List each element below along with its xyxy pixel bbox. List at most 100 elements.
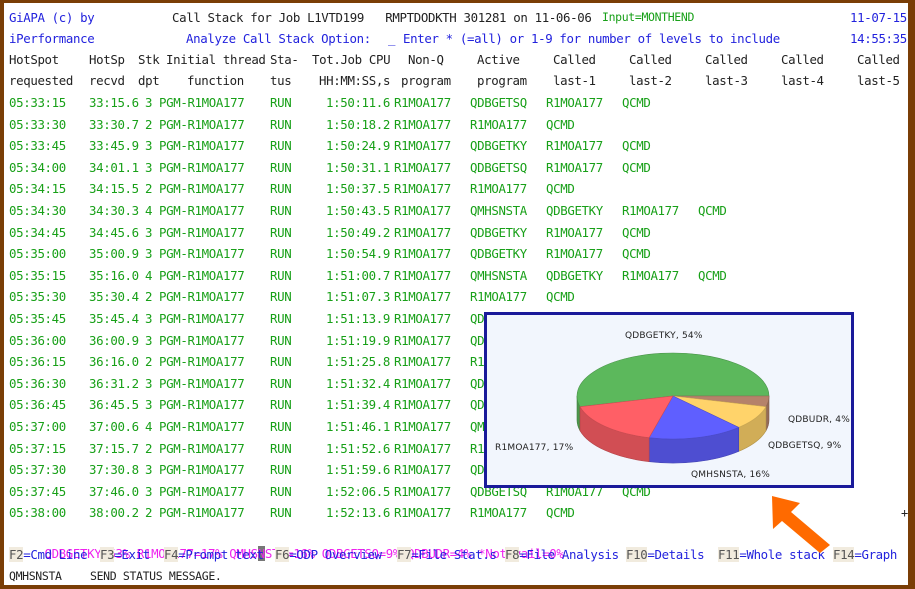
cell-requested: 05:37:30: [9, 462, 66, 478]
cell-initial-function: PGM-R1MOA177: [159, 95, 245, 110]
cell-received: 35:00.9: [89, 246, 139, 262]
cell-nonq-program: R1MOA177: [394, 419, 451, 434]
cell-requested: 05:37:45: [9, 483, 66, 499]
cell-active-program: QDBGETKY: [470, 138, 527, 154]
pie-label-r1moa177: R1MOA177, 17%: [495, 443, 574, 453]
cell-initial-function: PGM-R1MOA177: [159, 138, 245, 154]
option-input[interactable]: _: [388, 31, 396, 46]
cell-stack-depth: 3: [145, 95, 153, 110]
cell-received: 34:15.5: [89, 181, 139, 197]
cell-initial-function: PGM-R1MOA177: [159, 224, 245, 240]
header-line-2: iPerformance Analyze Call Stack Option: …: [9, 28, 907, 49]
col-hotspot: HotSpot: [9, 52, 59, 67]
fkey-f6-odp-overview[interactable]: F6=ODP Overview: [275, 547, 382, 562]
fkey-f2-cmd-line[interactable]: F2=Cmd Line: [9, 547, 88, 562]
cell-nonq-program: R1MOA177: [394, 440, 451, 456]
col-stk: Stk: [138, 52, 160, 67]
cell-cpu-time: 1:50:54.9: [326, 246, 390, 262]
fkey-f7-file-stats[interactable]: F7=File Stat.s: [397, 547, 497, 562]
cell-stack-depth: 3: [145, 397, 153, 413]
orange-arrow-icon: [772, 496, 830, 553]
cell-status: RUN: [270, 203, 292, 218]
cell-nonq-program: R1MOA177: [394, 375, 451, 391]
cell-nonq-program: R1MOA177: [394, 267, 451, 283]
cell-nonq-program: R1MOA177: [394, 95, 451, 110]
cell-initial-function: PGM-R1MOA177: [159, 462, 245, 478]
fkey-f14-graph[interactable]: F14=Graph: [833, 547, 898, 562]
cell-called-last-1: QCMD: [546, 116, 575, 132]
cell-active-program: QMHSNSTA: [470, 203, 527, 218]
col-last2-sub: last-2: [629, 73, 672, 88]
cell-nonq-program: R1MOA177: [394, 181, 451, 197]
cell-active-program: R1MOA177: [470, 116, 527, 132]
cell-nonq-program: R1MOA177: [394, 354, 451, 370]
col-hotsp-sub: recvd: [89, 73, 125, 88]
cell-status: RUN: [270, 138, 292, 154]
cell-status: RUN: [270, 246, 292, 262]
cell-received: 33:30.7: [89, 116, 139, 132]
cell-active-program: QDBGETKY: [470, 224, 527, 240]
cell-cpu-time: 1:50:31.1: [326, 159, 390, 175]
cell-stack-depth: 2: [145, 289, 153, 305]
cell-received: 33:15.6: [89, 95, 139, 110]
cell-nonq-program: R1MOA177: [394, 203, 451, 218]
cell-initial-function: PGM-R1MOA177: [159, 505, 245, 521]
fkey-f10-details[interactable]: F10=Details: [626, 547, 705, 562]
cell-cpu-time: 1:51:07.3: [326, 289, 390, 305]
cell-cpu-time: 1:51:13.9: [326, 311, 390, 326]
cell-status: RUN: [270, 462, 292, 478]
cell-active-program: R1MOA177: [470, 181, 527, 197]
cell-stack-depth: 3: [145, 138, 153, 154]
col-cpu-sub: HH:MM:SS,s: [319, 73, 391, 88]
terminal-screen: GiAPA (c) by Call Stack for Job L1VTD199…: [4, 3, 908, 585]
cell-active-program: QMHSNSTA: [470, 267, 527, 283]
pie-label-qmhsnsta: QMHSNSTA, 16%: [691, 470, 771, 480]
cell-nonq-program: R1MOA177: [394, 505, 451, 521]
col-status: Sta-: [270, 52, 299, 67]
cell-cpu-time: 1:52:13.6: [326, 505, 390, 521]
cell-requested: 05:36:00: [9, 332, 66, 348]
cell-called-last-3: QCMD: [698, 203, 727, 218]
cell-stack-depth: 2: [145, 505, 153, 521]
cell-called-last-2: R1MOA177: [622, 267, 679, 283]
fkey-f11-whole-stack[interactable]: F11=Whole stack: [718, 547, 825, 562]
cell-cpu-time: 1:50:49.2: [326, 224, 390, 240]
cell-called-last-2: QCMD: [622, 224, 651, 240]
cell-initial-function: PGM-R1MOA177: [159, 267, 245, 283]
fkey-f4-prompt-text[interactable]: F4=Prompt text: [164, 547, 264, 562]
cell-stack-depth: 4: [145, 267, 153, 283]
cell-status: RUN: [270, 440, 292, 456]
cell-called-last-1: QCMD: [546, 181, 575, 197]
cell-status: RUN: [270, 311, 292, 326]
cell-called-last-2: QCMD: [622, 138, 651, 154]
fkey-f8-file-analysis[interactable]: F8=File Analysis: [505, 547, 619, 562]
screen-title: Call Stack for Job L1VTD199 RMPTDODKTH 3…: [172, 10, 592, 25]
cell-requested: 05:33:45: [9, 138, 66, 154]
cell-status: RUN: [270, 289, 292, 305]
cell-cpu-time: 1:51:00.7: [326, 267, 390, 283]
pie-label-qdbgetky: QDBGETKY, 54%: [625, 331, 703, 341]
cell-cpu-time: 1:52:06.5: [326, 483, 390, 499]
col-last1: Called: [553, 52, 596, 67]
cell-received: 37:30.8: [89, 462, 139, 478]
cell-nonq-program: R1MOA177: [394, 483, 451, 499]
message-text: SEND STATUS MESSAGE.: [90, 569, 222, 583]
cell-cpu-time: 1:51:39.4: [326, 397, 390, 413]
col-nonq: Non-Q: [408, 52, 444, 67]
cell-requested: 05:35:30: [9, 289, 66, 305]
cell-status: RUN: [270, 419, 292, 434]
text-cursor[interactable]: N: [257, 546, 265, 561]
cell-active-program: QDBGETKY: [470, 246, 527, 262]
cell-active-program: R1MOA177: [470, 289, 527, 305]
cell-received: 35:45.4: [89, 311, 139, 326]
cell-status: RUN: [270, 224, 292, 240]
cell-nonq-program: R1MOA177: [394, 246, 451, 262]
cell-called-last-2: R1MOA177: [622, 203, 679, 218]
cell-status: RUN: [270, 375, 292, 391]
cell-cpu-time: 1:51:25.8: [326, 354, 390, 370]
cell-called-last-1: R1MOA177: [546, 159, 603, 175]
cell-received: 36:31.2: [89, 375, 139, 391]
col-last1-sub: last-1: [553, 73, 596, 88]
fkey-f3-exit[interactable]: F3=Exit: [100, 547, 150, 562]
cell-stack-depth: 2: [145, 354, 153, 370]
